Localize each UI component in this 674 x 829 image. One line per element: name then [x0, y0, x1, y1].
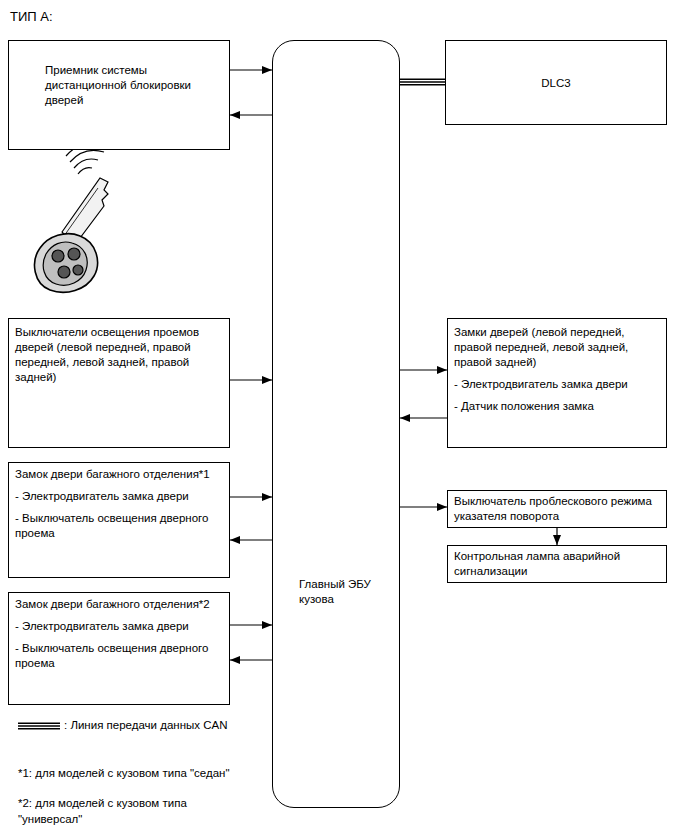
- lamp-box: Контрольная лампа аварийной сигнализации: [447, 545, 667, 583]
- signal-arrow: [230, 380, 272, 381]
- component-item: - Электродвигатель замка двери: [15, 619, 221, 634]
- signal-arrow: [230, 660, 272, 661]
- switch-box: Выключатели освещения проемов дверей (ле…: [8, 318, 230, 448]
- node-label: DLC3: [541, 76, 570, 91]
- signal-arrow: [230, 625, 272, 626]
- component-item: - Электродвигатель замка двери: [15, 489, 221, 504]
- diagram-title: ТИП A:: [10, 8, 53, 26]
- signal-arrow: [400, 507, 447, 508]
- node-label: Замок двери багажного отделения*1: [15, 467, 221, 482]
- signal-arrow: [400, 418, 447, 419]
- door-lock-box: Замки дверей (левой передней, правой пер…: [447, 318, 667, 448]
- receiver-box: Приемник системы дистанционной блокировк…: [8, 40, 230, 150]
- footnote: *1: для моделей с кузовом типа "седан": [18, 766, 338, 782]
- component-item: - Электродвигатель замка двери: [454, 377, 658, 392]
- signal-arrow: [557, 528, 558, 545]
- node-label: Выключатели освещения проемов дверей (ле…: [15, 325, 219, 385]
- node-label: Замок двери багажного отделения*2: [15, 597, 221, 612]
- signal-arrow: [230, 115, 272, 116]
- dlc3-box: DLC3: [445, 40, 667, 125]
- node-label: Замки дверей (левой передней, правой пер…: [454, 325, 658, 370]
- signal-arrow: [230, 70, 272, 71]
- node-label: Контрольная лампа аварийной сигнализации: [454, 549, 658, 579]
- component-item: - Выключатель освещения дверного проема: [15, 511, 221, 541]
- component-item: - Датчик положения замка: [454, 399, 658, 414]
- signal-arrow: [230, 497, 272, 498]
- trunk-lock-box: Замок двери багажного отделения*1 - Элект…: [8, 462, 230, 578]
- component-item: - Выключатель освещения дверного проема: [15, 641, 221, 671]
- signal-arrow: [400, 370, 447, 371]
- signal-arrow: [230, 540, 272, 541]
- footnote: *2: для моделей с кузовом типа "универса…: [18, 796, 228, 827]
- legend-text: : Линия передачи данных CAN: [64, 718, 227, 734]
- can-line-sample: [18, 726, 60, 727]
- switch-box: Выключатель проблескового режима указате…: [447, 490, 667, 528]
- can-bus-line: [400, 82, 445, 83]
- node-label: Главный ЭБУ кузова: [299, 577, 391, 607]
- node-label: Приемник системы дистанционной блокировк…: [45, 63, 219, 108]
- remote-key-illustration: [35, 142, 110, 293]
- node-label: Выключатель проблескового режима указате…: [454, 494, 658, 524]
- ecu-box: Главный ЭБУ кузова: [272, 40, 400, 808]
- trunk-lock-box: Замок двери багажного отделения*2 - Элект…: [8, 592, 230, 705]
